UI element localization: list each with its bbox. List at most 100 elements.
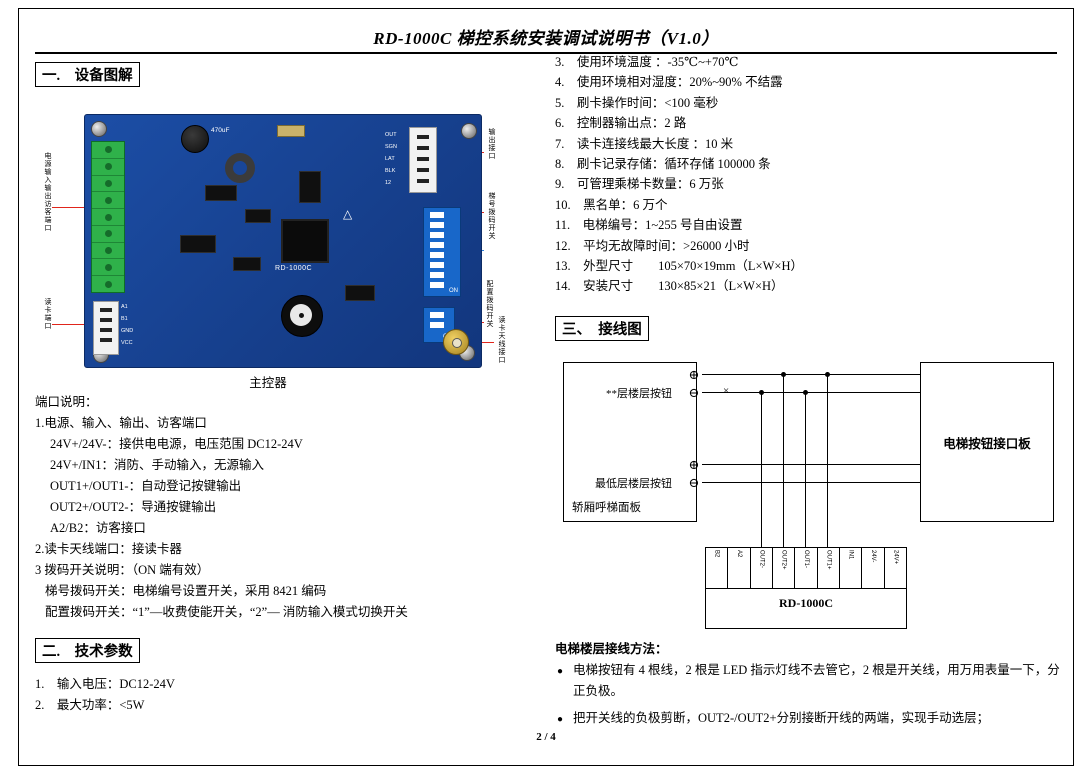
pin-label: GND [121,328,134,334]
port-line: OUT2+/OUT2-：导通按键输出 [50,500,217,514]
terminal-cell: OUT1+ [818,548,840,588]
connector-pin [100,338,112,342]
page-number: 2 / 4 [536,731,556,743]
wire-line [702,374,920,375]
port-line: 梯号拨码开关：电梯编号设置开关，采用 8421 编码 [45,584,327,598]
controller-box: B2 A2 OUT2- OUT2+ OUT1- OUT1+ IN1 24V- 2… [705,547,907,629]
terminal-segment [92,259,124,277]
spec-item: 12. 平均无故障时间：>26000 小时 [555,238,750,253]
section-3-heading: 三、 接线图 [555,316,649,341]
param-line: 1. 输入电压：DC12-24V [35,677,175,691]
minus-terminal-icon: ⊖ [688,475,700,490]
capacitor-label: 470uF [211,127,230,134]
page-border [18,8,1074,766]
dip-toggle [430,312,444,318]
inductor [225,153,255,183]
car-call-panel-box: **层楼层按钮 最低层楼层按钮 轿厢呼梯面板 [563,362,697,522]
terminal-segment [92,243,124,260]
interface-board-label: 电梯按钮接口板 [943,436,1031,451]
connector-pin [100,328,112,332]
green-terminal-block [91,141,125,293]
main-mcu-chip [281,219,329,263]
port-line: OUT1+/OUT1-：自动登记按键输出 [50,479,242,493]
wire-line [702,464,920,465]
callout-line [52,324,96,325]
port-desc-title: 端口说明： [35,395,98,409]
terminal-cell: 24V- [862,548,885,588]
wiring-method-list: 电梯按钮有 4 根线，2 根是 LED 指示灯线不去管它，2 根是开关线，用万用… [555,660,1063,735]
cut-mark-icon: × [723,385,730,397]
board-label-power-ports: 电源输入输出访客端口 [44,152,52,232]
spec-list: 3. 使用环境温度 ：-35℃~+70℃ 4. 使用环境相对湿度：20%~90%… [555,52,1065,297]
connector-pin [417,135,429,139]
spec-item: 3. 使用环境温度 ：-35℃~+70℃ [555,55,739,69]
wiring-method-title: 电梯楼层接线方法： [555,642,668,656]
pin-label: BLK [385,168,396,174]
spec-item: 13. 外型尺寸 105×70×19mm（L×W×H） [555,259,803,274]
pin-label: SGN [385,144,397,150]
callout-line [52,207,100,208]
wire-line [805,392,806,547]
spec-item: 14. 安装尺寸 130×85×21（L×W×H） [555,279,784,294]
spec-item: 4. 使用环境相对湿度：20%~90% 不结露 [555,75,783,90]
pin-label: B1 [121,316,128,322]
triangle-logo-icon: △ [343,207,353,221]
lowest-floor-button-label: 最低层楼层按钮 [595,478,672,490]
board-label-antenna-port: 读卡天线接口 [498,316,506,364]
param-line: 2. 最大功率：<5W [35,698,145,712]
board-label-reader-port: 读卡端口 [44,298,52,330]
port-line: 1.电源、输入、输出、访客端口 [35,416,207,430]
pin-label: OUT [385,132,397,138]
capacitor [181,125,209,153]
terminal-cell: OUT2+ [773,548,796,588]
wire-line [702,482,920,483]
plus-terminal-icon: ⊕ [688,367,700,382]
elevator-number-dip-switch: ON [423,207,461,297]
connector-pin [417,146,429,150]
spec-item: 6. 控制器输出点：2 路 [555,116,687,131]
port-line: 2.读卡天线端口：接读卡器 [35,542,182,556]
connector-pin [100,318,112,322]
buzzer [281,295,323,337]
panel-caption: 轿厢呼梯面板 [572,502,641,514]
ic-chip [299,171,321,203]
antenna-sma-connector [443,329,469,355]
port-description: 端口说明： 1.电源、输入、输出、访客端口 24V+/24V-：接供电电源，电压… [35,392,540,623]
spec-item: 9. 可管理乘梯卡数量：6 万张 [555,177,724,192]
board-caption: 主控器 [249,376,287,390]
output-header-connector [409,127,437,193]
wiring-diagram: **层楼层按钮 最低层楼层按钮 轿厢呼梯面板 电梯按钮接口板 ⊕ ⊖ ⊕ ⊖ ×… [555,352,1060,634]
buzzer-hole [299,313,304,318]
terminal-segment [92,276,124,292]
controller-label: RD-1000C [779,596,833,610]
config-dip-switch: ON [423,307,455,343]
screw-icon [461,123,477,139]
dip-toggle [430,252,444,258]
reader-connector [93,301,119,355]
title-rule [35,52,1057,54]
terminal-cell: 24V+ [892,550,899,565]
terminal-cell: OUT2- [751,548,773,588]
dip-toggle [430,322,444,328]
dip-toggle [430,262,444,268]
terminal-segment [92,226,124,243]
screw-icon [91,121,107,137]
sma-center [452,338,462,348]
wire-line [827,374,828,547]
board-label-output-port: 输出接口 [488,128,496,160]
port-line: 3 拨码开关说明：（ON 端有效） [35,563,210,577]
terminal-segment [92,159,124,176]
board-label-config-dip: 配置拨码开关 [486,280,494,328]
port-line: A2/B2：访客接口 [50,521,146,535]
ic-chip [180,235,216,253]
method-bullet: 把开关线的负极剪断，OUT2-/OUT2+分别接断开线的两端，实现手动选层； [555,708,1063,730]
ic-chip [345,285,375,301]
pin-label: A1 [121,304,128,310]
connector-pin [417,168,429,172]
connector-pin [417,179,429,183]
terminal-row: B2 A2 OUT2- OUT2+ OUT1- OUT1+ IN1 24V- 2… [706,548,906,589]
reader-pin-labels: A1 B1 GND VCC [121,301,133,349]
spec-item: 5. 刷卡操作时间：<100 毫秒 [555,95,719,110]
dip-toggle [430,212,444,218]
